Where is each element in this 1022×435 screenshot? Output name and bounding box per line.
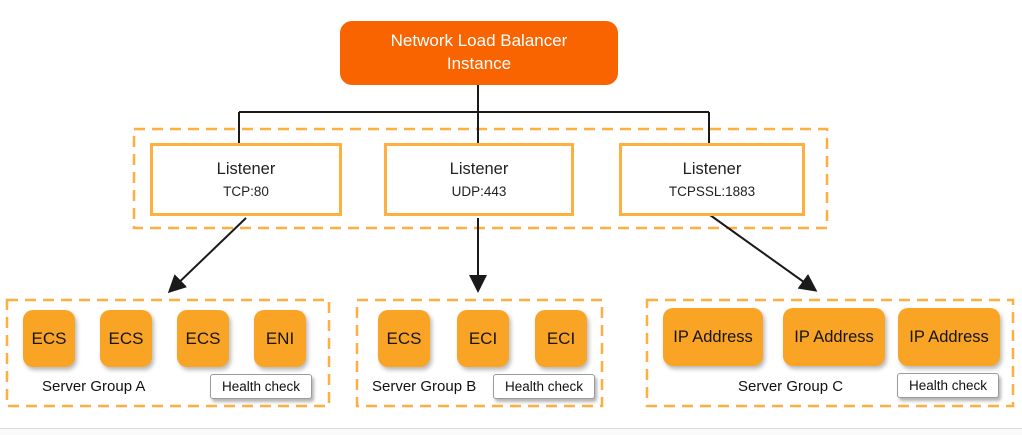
listener-udp-443-node: Listener UDP:443 xyxy=(384,143,574,216)
server-group-c-label: Server Group C xyxy=(738,378,844,395)
listener-tcpssl-1883-node: Listener TCPSSL:1883 xyxy=(619,143,805,216)
group-b-eci-node-2: ECI xyxy=(535,310,587,367)
listener-protocol: TCPSSL:1883 xyxy=(668,184,756,199)
group-b-eci-node-1: ECI xyxy=(457,310,509,367)
page-divider-strip xyxy=(0,429,1022,435)
listener-title: Listener xyxy=(682,160,742,178)
arrow-listener1-to-group-a xyxy=(167,217,247,294)
group-c-ip-address-node-1: IP Address xyxy=(663,308,763,366)
nlb-instance-label-line1: Network Load Balancer xyxy=(390,31,568,51)
group-b-ecs-node: ECS xyxy=(378,310,430,367)
nlb-instance-node: Network Load Balancer Instance xyxy=(340,21,618,85)
page-divider-line xyxy=(0,428,1022,429)
listener-title: Listener xyxy=(216,160,276,178)
group-c-health-check-button: Health check xyxy=(897,373,999,398)
group-a-health-check-button: Health check xyxy=(210,374,312,399)
listener-protocol: TCP:80 xyxy=(223,184,269,199)
group-a-ecs-node-3: ECS xyxy=(177,310,229,367)
group-c-ip-address-node-3: IP Address xyxy=(898,308,1000,366)
group-c-ip-address-node-2: IP Address xyxy=(783,308,885,366)
nlb-instance-label-line2: Instance xyxy=(446,54,512,73)
listener-tcp-80-node: Listener TCP:80 xyxy=(150,143,342,216)
server-group-a-label: Server Group A xyxy=(42,378,146,395)
group-a-eni-node: ENI xyxy=(254,310,306,367)
server-group-b-label: Server Group B xyxy=(372,378,477,395)
group-a-ecs-node-2: ECS xyxy=(100,310,152,367)
group-b-health-check-button: Health check xyxy=(493,374,595,399)
listener-title: Listener xyxy=(449,160,509,178)
group-a-ecs-node-1: ECS xyxy=(23,310,75,367)
listener-protocol: UDP:443 xyxy=(451,184,507,199)
